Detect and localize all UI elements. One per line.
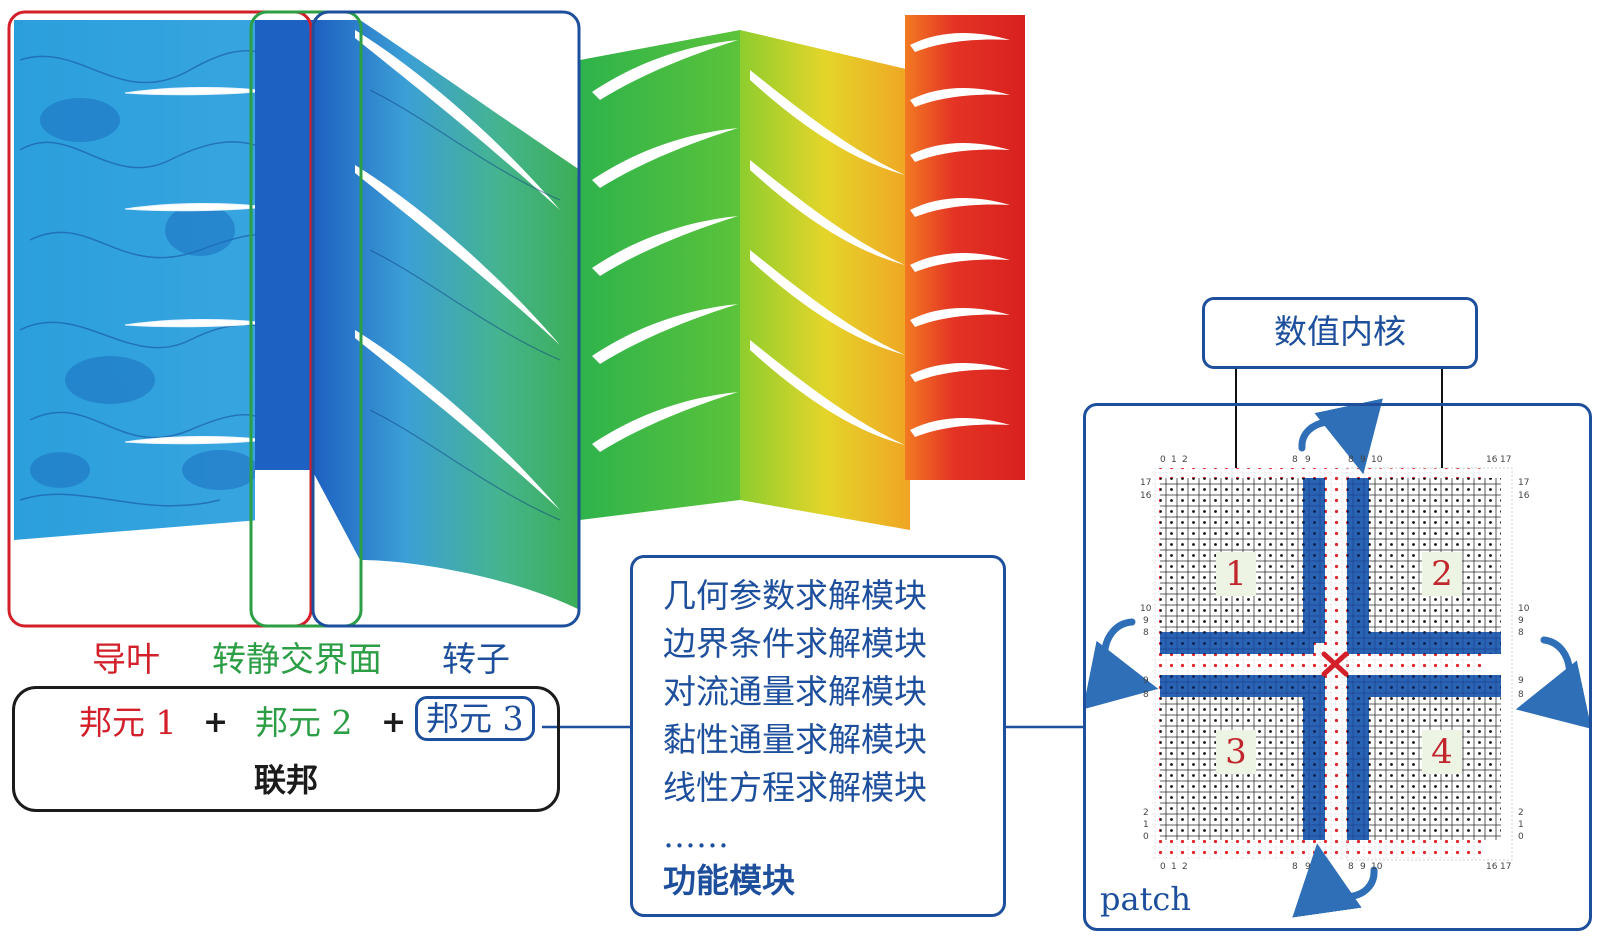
tick-left-8: 8 bbox=[1143, 628, 1149, 638]
stage2-blades bbox=[592, 40, 738, 452]
overlap-strip-q4-vertical bbox=[1347, 675, 1369, 840]
patch-box bbox=[1083, 403, 1592, 931]
tick-top-16: 16 bbox=[1486, 455, 1498, 465]
rotor-zone-outline bbox=[311, 10, 581, 628]
plus-sign-2: + bbox=[381, 705, 407, 740]
flow-field-image bbox=[14, 15, 1025, 610]
tick-top-8: 8 bbox=[1292, 455, 1298, 465]
quadrant-3-label: 3 bbox=[1216, 730, 1256, 774]
tick-bottom-0: 0 bbox=[1160, 862, 1166, 872]
tick-top-9: 9 bbox=[1305, 455, 1311, 465]
arrow-top-icon bbox=[1298, 398, 1383, 475]
overlap-strip-q4-horizontal bbox=[1347, 675, 1501, 697]
rotor-contours bbox=[369, 89, 561, 521]
stator-domain bbox=[14, 20, 312, 540]
federation-title: 联邦 bbox=[253, 761, 318, 799]
stage3-domain bbox=[740, 30, 910, 530]
tick-bottom-8b: 8 bbox=[1348, 862, 1354, 872]
module-item-geometry: 几何参数求解模块 bbox=[663, 576, 927, 615]
interface-zone-outline bbox=[249, 10, 363, 628]
rotor-label: 转子 bbox=[442, 640, 510, 680]
kernel-box: 数值内核 bbox=[1202, 297, 1478, 369]
arrow-right-icon bbox=[1515, 636, 1592, 729]
tick-right-8b: 8 bbox=[1518, 690, 1524, 700]
tick-left-8b: 8 bbox=[1143, 690, 1149, 700]
tick-bottom-10b: 10 bbox=[1371, 862, 1383, 872]
tick-left-0: 0 bbox=[1143, 832, 1149, 842]
tick-right-17: 17 bbox=[1518, 478, 1530, 488]
overlap-strip-q1-horizontal bbox=[1160, 632, 1314, 654]
module-item-convective-flux: 对流通量求解模块 bbox=[663, 672, 927, 711]
overlap-strip-q2-horizontal bbox=[1347, 632, 1501, 654]
tick-bottom-1: 1 bbox=[1171, 862, 1177, 872]
tick-bottom-16: 16 bbox=[1486, 862, 1498, 872]
tick-left-1: 1 bbox=[1143, 820, 1149, 830]
tick-bottom-2: 2 bbox=[1182, 862, 1188, 872]
module-list: 几何参数求解模块 边界条件求解模块 对流通量求解模块 黏性通量求解模块 线性方程… bbox=[663, 572, 927, 860]
overlap-strip-q2-vertical bbox=[1347, 478, 1369, 643]
interface-label: 转静交界面 bbox=[212, 640, 382, 680]
swap-arrows bbox=[1082, 398, 1592, 918]
modules-title: 功能模块 bbox=[663, 861, 795, 900]
tick-top-10b: 10 bbox=[1371, 455, 1383, 465]
tick-right-9b: 9 bbox=[1518, 676, 1524, 686]
module-item-boundary: 边界条件求解模块 bbox=[663, 624, 927, 663]
tick-right-16: 16 bbox=[1518, 491, 1530, 501]
tick-bottom-9b: 9 bbox=[1360, 862, 1366, 872]
stage4-domain bbox=[905, 15, 1025, 480]
tick-left-17: 17 bbox=[1140, 478, 1152, 488]
tick-right-0: 0 bbox=[1518, 832, 1524, 842]
module-item-ellipsis: …… bbox=[663, 816, 729, 855]
federation-box: 邦元 1 + 邦元 2 + 邦元 3 联邦 bbox=[12, 686, 560, 812]
quadrant-2-label: 2 bbox=[1422, 552, 1462, 596]
tick-top-17: 17 bbox=[1500, 455, 1512, 465]
guide-vane-zone-outline bbox=[7, 10, 313, 628]
tick-bottom-9: 9 bbox=[1305, 862, 1311, 872]
federation-unit-3: 邦元 3 bbox=[415, 696, 535, 741]
overlap-strip-q3-vertical bbox=[1303, 675, 1325, 840]
stage4-blades bbox=[910, 33, 1010, 437]
tick-left-16: 16 bbox=[1140, 491, 1152, 501]
patch-grid bbox=[1152, 467, 1513, 861]
tick-right-2: 2 bbox=[1518, 808, 1524, 818]
module-item-viscous-flux: 黏性通量求解模块 bbox=[663, 720, 927, 759]
quadrant-4-label: 4 bbox=[1422, 730, 1462, 774]
tick-right-1: 1 bbox=[1518, 820, 1524, 830]
stage2-domain bbox=[580, 30, 740, 520]
tick-left-10: 10 bbox=[1140, 604, 1152, 614]
tick-left-9: 9 bbox=[1143, 616, 1149, 626]
federation-unit-1: 邦元 1 bbox=[79, 703, 177, 742]
tick-top-1: 1 bbox=[1171, 455, 1177, 465]
tick-right-9: 9 bbox=[1518, 616, 1524, 626]
overlap-strip-q1-vertical bbox=[1303, 478, 1325, 643]
tick-top-9b: 9 bbox=[1360, 455, 1366, 465]
tick-top-2: 2 bbox=[1182, 455, 1188, 465]
plus-sign-1: + bbox=[203, 705, 229, 740]
module-item-linear-solver: 线性方程求解模块 bbox=[663, 768, 927, 807]
overlap-strip-q3-horizontal bbox=[1160, 675, 1314, 697]
tick-right-8: 8 bbox=[1518, 628, 1524, 638]
federation-unit-2: 邦元 2 bbox=[255, 703, 353, 742]
guide-vane-label: 导叶 bbox=[92, 640, 160, 680]
guide-vane-blades bbox=[124, 86, 266, 445]
tick-right-10: 10 bbox=[1518, 604, 1530, 614]
quadrant-1-label: 1 bbox=[1216, 552, 1256, 596]
rotor-blades bbox=[355, 30, 560, 510]
tick-bottom-8: 8 bbox=[1292, 862, 1298, 872]
tick-top-0: 0 bbox=[1160, 455, 1166, 465]
corner-mark-icon bbox=[1321, 651, 1349, 677]
tick-bottom-17: 17 bbox=[1500, 862, 1512, 872]
tick-top-8b: 8 bbox=[1348, 455, 1354, 465]
tick-left-9b: 9 bbox=[1143, 676, 1149, 686]
arrow-left-icon bbox=[1082, 618, 1159, 710]
patch-label: patch bbox=[1100, 880, 1191, 918]
tick-left-2: 2 bbox=[1143, 808, 1149, 818]
modules-box: 几何参数求解模块 边界条件求解模块 对流通量求解模块 黏性通量求解模块 线性方程… bbox=[630, 555, 1006, 917]
stator-dark-patches bbox=[30, 98, 258, 490]
arrow-bottom-icon bbox=[1292, 843, 1378, 918]
